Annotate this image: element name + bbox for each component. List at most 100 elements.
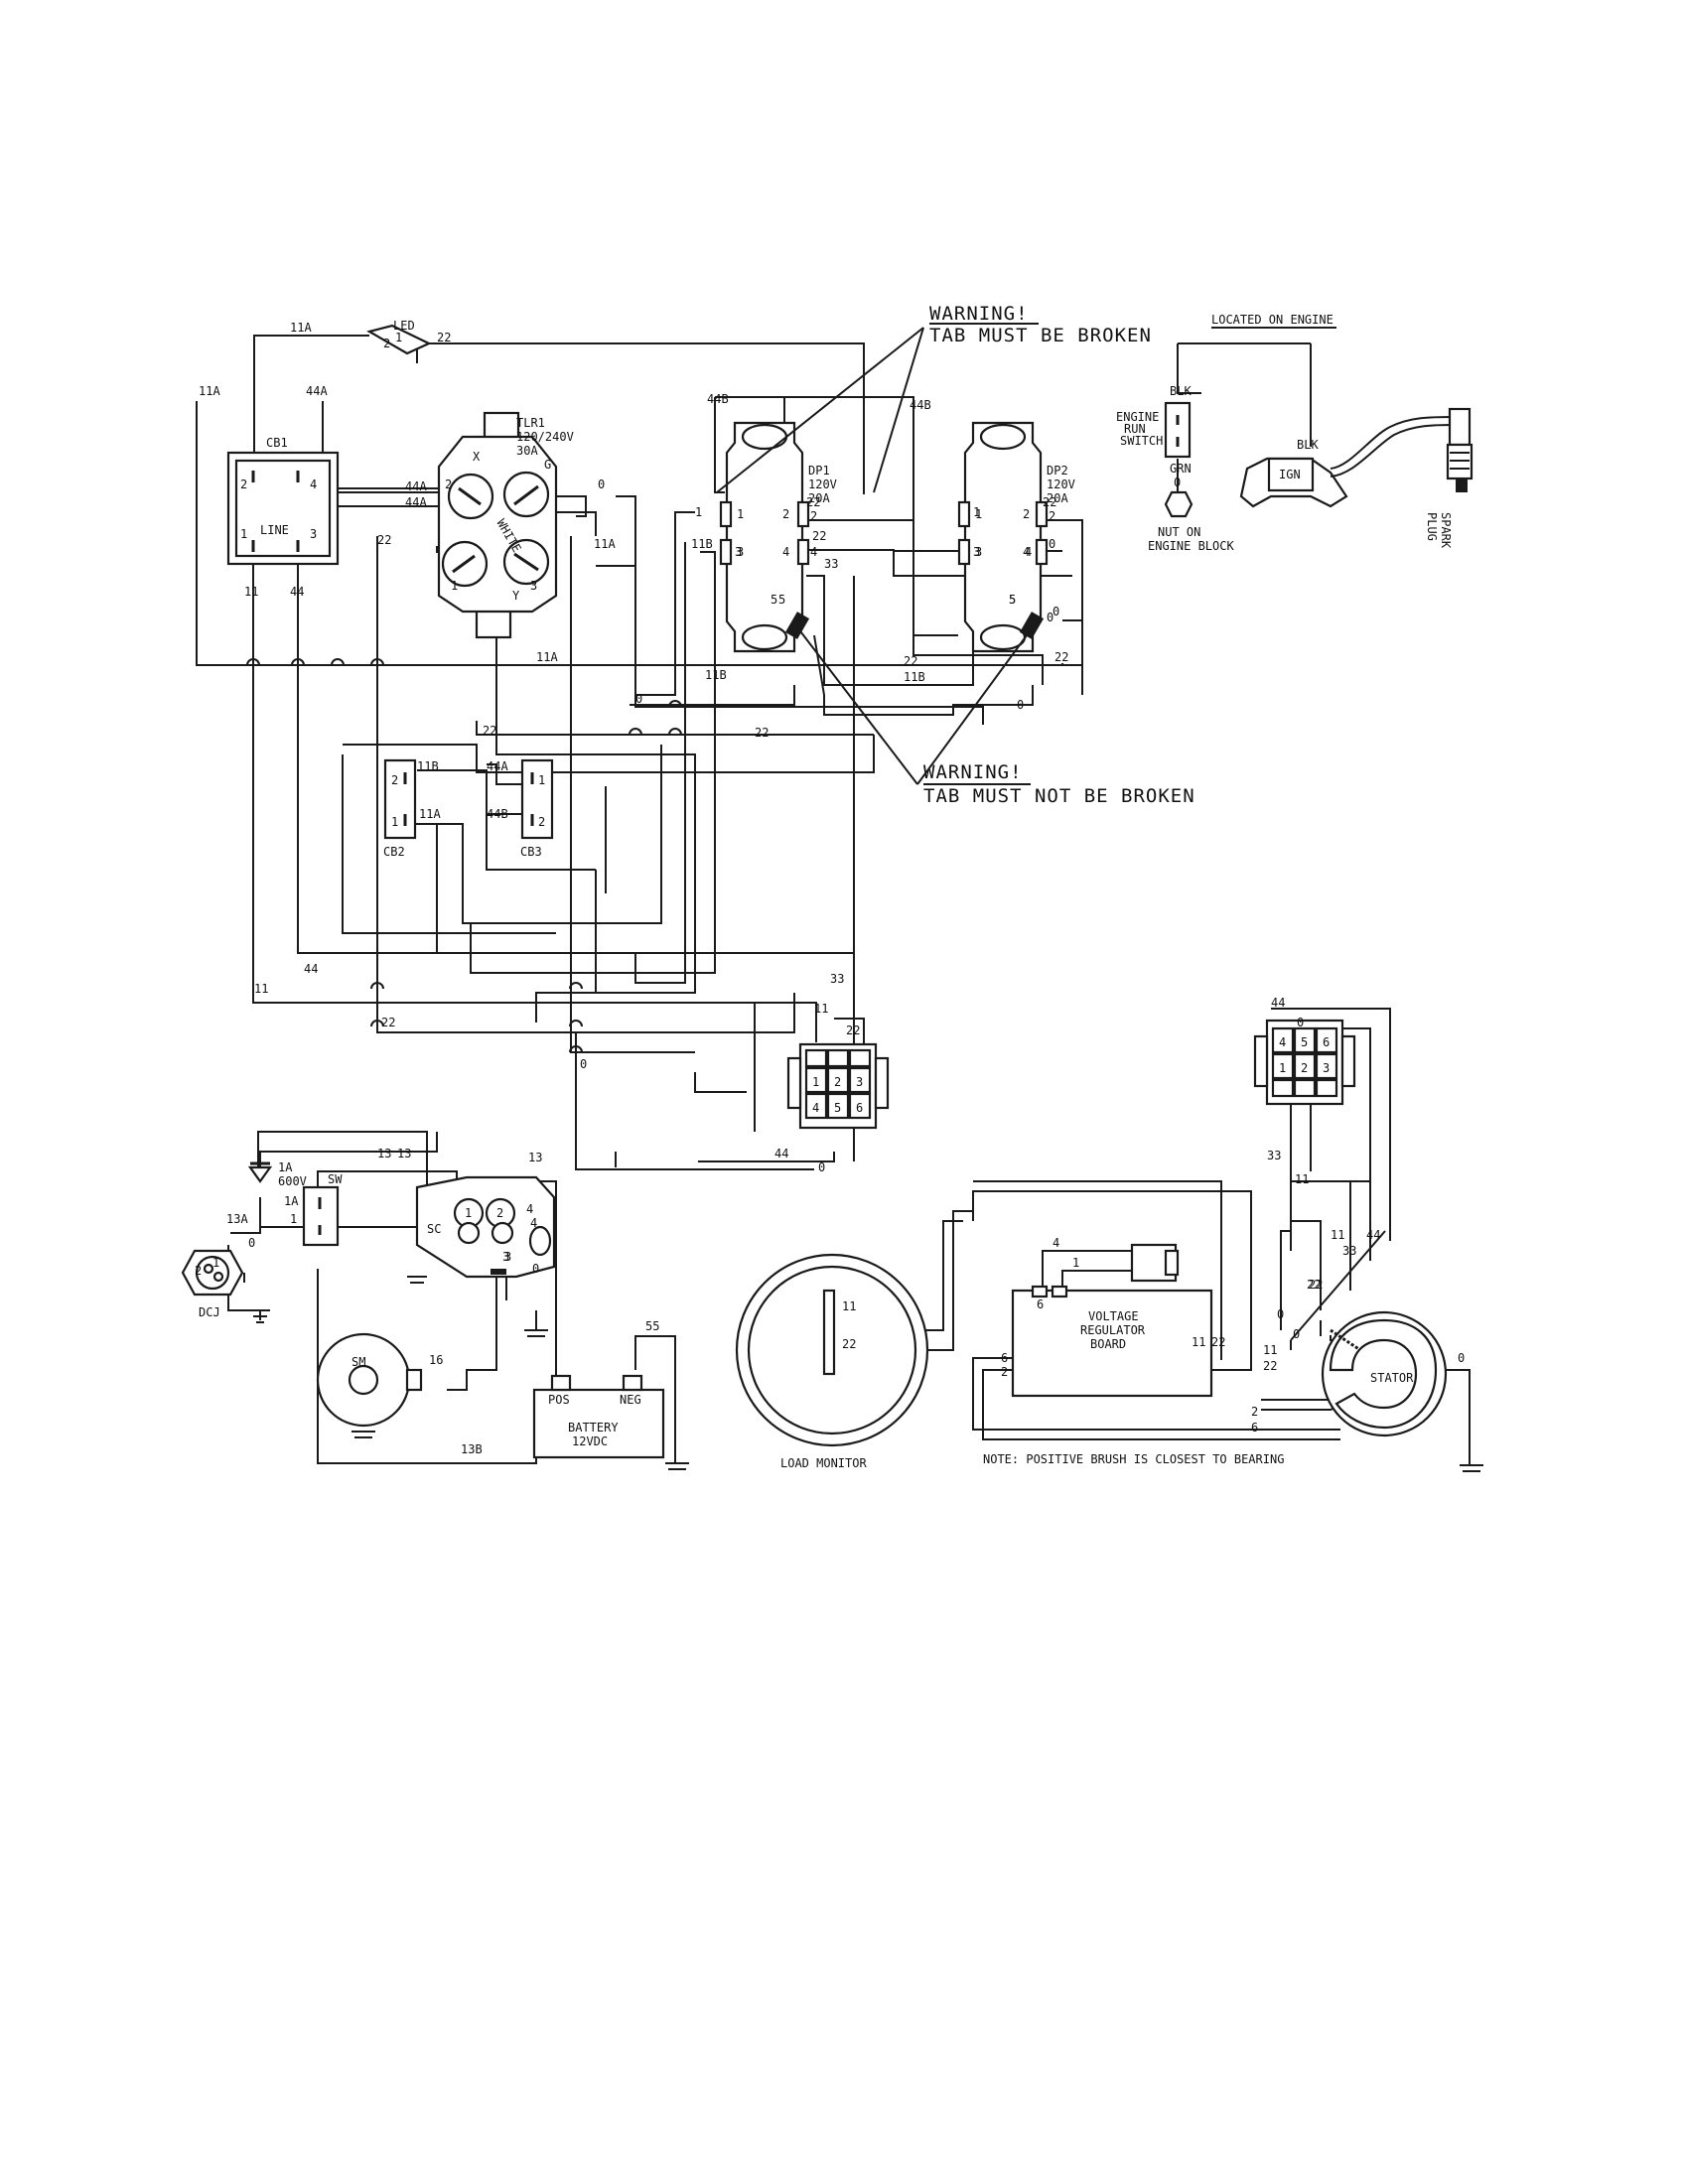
- ground-symbols: [250, 1276, 1483, 1472]
- led-pin-2: 2: [383, 337, 390, 350]
- wire-label: 11: [254, 982, 268, 996]
- wire-label: 22: [1263, 1359, 1277, 1373]
- warning-tab-must-be-broken: WARNING! TAB MUST BE BROKEN: [716, 303, 1152, 493]
- warning-bottom-text: TAB MUST NOT BE BROKEN: [923, 785, 1195, 807]
- wire-label: 44: [290, 585, 304, 599]
- dp2-pin-5: 5: [1009, 593, 1016, 607]
- dcj-pin-1: 1: [212, 1256, 219, 1270]
- dcj-jack: 2 1 DCJ: [181, 1249, 244, 1319]
- warning-top-title: WARNING!: [929, 303, 1029, 325]
- wire-label: 11B: [904, 670, 925, 684]
- wire-label: 13A: [226, 1212, 248, 1226]
- load-monitor: LOAD MONITOR: [735, 1253, 929, 1470]
- tlr1-name: TLR1: [516, 416, 545, 430]
- tlr1-pin-3: 3: [530, 579, 537, 593]
- cb1-name: CB1: [266, 436, 288, 450]
- wire-label: 0: [248, 1236, 255, 1250]
- wire-label: 22: [437, 331, 451, 344]
- wire-label: 11A: [594, 537, 616, 551]
- sw-switch: SW 1A 1: [284, 1172, 343, 1247]
- wire-network: [196, 335, 1471, 1465]
- tlr1-receptacle: TLR1 120/240V 30A WHITE 2 1 3 X Y G: [437, 411, 574, 639]
- dp2-pin-1: 1: [975, 507, 982, 521]
- plug-connector-b: 4 5 6 1 2 3: [1253, 1019, 1356, 1106]
- cb3-name: CB3: [520, 845, 542, 859]
- wire-label: 11A: [536, 650, 558, 664]
- sm-starter-motor: SM: [316, 1332, 423, 1428]
- tlr1-pin-y: Y: [512, 589, 520, 603]
- battery-pos: POS: [548, 1393, 570, 1407]
- spark-plug-label-1: SPARK: [1439, 512, 1453, 549]
- dp2-name: DP2: [1047, 464, 1068, 478]
- plug-b-pin-3: 3: [1323, 1061, 1330, 1075]
- dp1-pin-1: 1: [737, 507, 744, 521]
- cb1-pin-4: 4: [310, 478, 317, 491]
- ignition-blk: BLK: [1297, 438, 1319, 452]
- sm-name: SM: [351, 1355, 365, 1369]
- wire-label: 33: [830, 972, 844, 986]
- wire-label: 22: [1054, 650, 1068, 664]
- voltage-regulator-board: VOLTAGE REGULATOR BOARD 6 6 2: [1001, 1243, 1213, 1398]
- wire-label: 44: [1271, 996, 1285, 1010]
- wire-label: 13: [397, 1147, 411, 1160]
- cb1-breaker: CB1 LINE 2 4 1 3: [226, 436, 340, 566]
- diode: 1A 600V: [247, 1132, 438, 1188]
- wire-label: 44B: [487, 807, 508, 821]
- wire-label: 22: [1309, 1278, 1323, 1292]
- wire-label: 44: [304, 962, 318, 976]
- plug-a-pin-4: 4: [812, 1101, 819, 1115]
- wire-label: 22: [377, 533, 391, 547]
- wire-label: 11B: [417, 759, 439, 773]
- wire-label: 0: [818, 1160, 825, 1174]
- plug-a-pin-1: 1: [812, 1075, 819, 1089]
- wire-label: 0: [1017, 698, 1024, 712]
- nut-on-engine-block-line-2: ENGINE BLOCK: [1148, 539, 1234, 553]
- wire-label: 2: [810, 509, 817, 523]
- wire-label: 5: [1009, 593, 1016, 607]
- wire-label: 0: [598, 478, 605, 491]
- cb1-pin-3: 3: [310, 527, 317, 541]
- wire-label: 0: [1293, 1327, 1300, 1341]
- plug-b-pin-5: 5: [1301, 1035, 1308, 1049]
- wire-label: 11: [244, 585, 258, 599]
- wire-label: 0: [1047, 611, 1053, 624]
- dp2-rating-amps: 20A: [1047, 491, 1068, 505]
- dp1-pin-4: 4: [782, 545, 789, 559]
- dp2-duplex-receptacle: DP2 120V 20A 1 2 3 4 5: [957, 421, 1075, 653]
- wire-label: 4: [526, 1202, 533, 1216]
- plug-connector-a: 1 2 3 4 5 6: [786, 1042, 890, 1130]
- engine-run-switch-line-1: ENGINE: [1116, 410, 1159, 424]
- wire-label: 11A: [290, 321, 312, 335]
- dp1-rating-voltage: 120V: [808, 478, 837, 491]
- wire-label: 55: [645, 1319, 659, 1333]
- sc-name: SC: [427, 1222, 441, 1236]
- vrb-name-line-1: VOLTAGE: [1088, 1309, 1139, 1323]
- wire-label: 44: [774, 1147, 788, 1160]
- wire-label: 0: [1049, 537, 1055, 551]
- wire-label: 44B: [707, 392, 729, 406]
- cb1-pin-2: 2: [240, 478, 247, 491]
- tlr1-pin-g: G: [544, 458, 551, 472]
- wire-label: 6: [1251, 1421, 1258, 1434]
- wire-crossover-marks: [246, 658, 682, 1053]
- vrb-pin-6-top: 6: [1037, 1297, 1044, 1311]
- vrb-pin-2-left: 2: [1001, 1365, 1008, 1379]
- wire-label: 1: [973, 505, 980, 519]
- warning-top-text: TAB MUST BE BROKEN: [929, 325, 1152, 346]
- cb3-pin-1: 1: [538, 773, 545, 787]
- wire-label: 33: [1267, 1149, 1281, 1162]
- wire-label: 16: [429, 1353, 443, 1367]
- cb3-breaker: 1 2 CB3: [520, 758, 554, 859]
- led-pin-1: 1: [395, 331, 402, 344]
- wire-label: 3: [973, 545, 980, 559]
- wire-label: 11: [1295, 1172, 1309, 1186]
- battery-neg: NEG: [620, 1393, 641, 1407]
- wire-label: 22: [483, 724, 496, 738]
- stator-name: STATOR: [1370, 1371, 1414, 1385]
- wire-label: 3: [735, 545, 742, 559]
- sw-name: SW: [328, 1172, 343, 1186]
- dcj-pin-2: 2: [195, 1264, 202, 1278]
- cb2-name: CB2: [383, 845, 405, 859]
- wire-label: 11B: [691, 537, 713, 551]
